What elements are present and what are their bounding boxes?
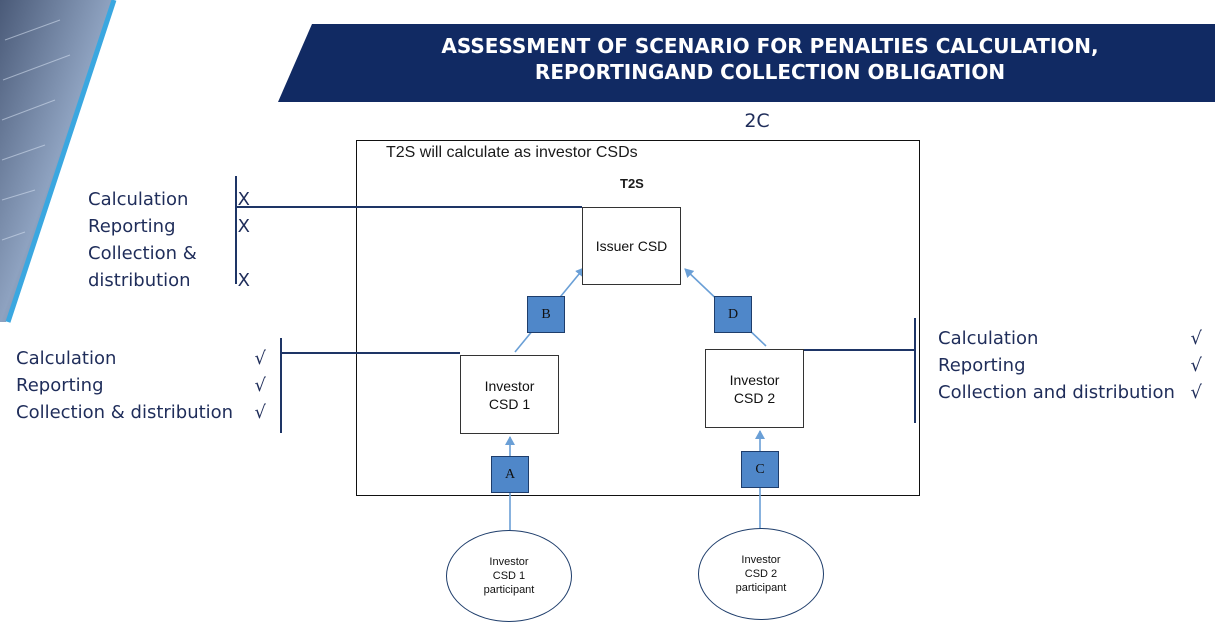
- obligation-label: Reporting: [88, 216, 176, 237]
- obligation-label: Reporting: [938, 355, 1026, 376]
- corner-decoration: [0, 0, 117, 323]
- obligation-row: Calculation √: [938, 325, 1202, 352]
- t2s-label: T2S: [620, 176, 644, 191]
- obligation-row: Collection &: [88, 240, 250, 267]
- investor1-obligations-panel: Calculation √ Reporting √ Collection & dis…: [16, 345, 266, 426]
- obligation-mark: X: [237, 189, 250, 210]
- issuer-csd-node: Issuer CSD: [582, 207, 681, 285]
- obligation-row: Calculation √: [16, 345, 266, 372]
- frame-note: T2S will calculate as investor CSDs: [386, 144, 638, 161]
- obligation-mark: √: [1190, 355, 1202, 376]
- obligation-mark: √: [254, 348, 266, 369]
- obligation-row: distribution X: [88, 267, 250, 294]
- obligation-label: Collection & distribution: [16, 402, 234, 423]
- investor-csd-2-node: Investor CSD 2: [705, 349, 804, 428]
- flow-b-box: B: [527, 296, 565, 333]
- obligation-mark: X: [237, 270, 250, 291]
- flow-c-box: C: [741, 451, 779, 488]
- obligation-row: Collection and distribution √: [938, 379, 1202, 406]
- obligation-label: Collection &: [88, 243, 197, 264]
- obligation-label: Calculation: [16, 348, 117, 369]
- obligation-mark: √: [1190, 382, 1202, 403]
- obligation-mark: X: [237, 216, 250, 237]
- obligation-label: Collection and distribution: [938, 382, 1175, 403]
- obligation-label: Reporting: [16, 375, 104, 396]
- obligation-label: distribution: [88, 270, 191, 291]
- title-line-2: REPORTINGAND COLLECTION OBLIGATION: [534, 60, 1006, 84]
- obligation-mark: √: [1190, 328, 1202, 349]
- t2s-frame: [356, 140, 920, 496]
- obligation-mark: √: [254, 402, 266, 423]
- title-line-1: ASSESSMENT OF SCENARIO FOR PENALTIES CAL…: [441, 34, 1099, 58]
- title-banner: [278, 24, 1215, 102]
- flow-a-box: A: [491, 456, 529, 493]
- flow-d-box: D: [714, 296, 752, 333]
- obligation-row: Collection & distribution √: [16, 399, 266, 426]
- scenario-label: 2C: [744, 110, 770, 132]
- obligation-row: Reporting X: [88, 213, 250, 240]
- investor-csd-1-node: Investor CSD 1: [460, 355, 559, 434]
- page-title: ASSESSMENT OF SCENARIO FOR PENALTIES CAL…: [330, 33, 1210, 85]
- investor-csd-2-participant: Investor CSD 2 participant: [698, 528, 824, 620]
- obligation-row: Reporting √: [938, 352, 1202, 379]
- obligation-mark: √: [254, 375, 266, 396]
- obligation-row: Calculation X: [88, 186, 250, 213]
- obligation-row: Reporting √: [16, 372, 266, 399]
- investor-csd-1-participant: Investor CSD 1 participant: [446, 530, 572, 622]
- obligation-label: Calculation: [88, 189, 189, 210]
- obligation-label: Calculation: [938, 328, 1039, 349]
- investor2-obligations-panel: Calculation √ Reporting √ Collection and d…: [938, 325, 1202, 406]
